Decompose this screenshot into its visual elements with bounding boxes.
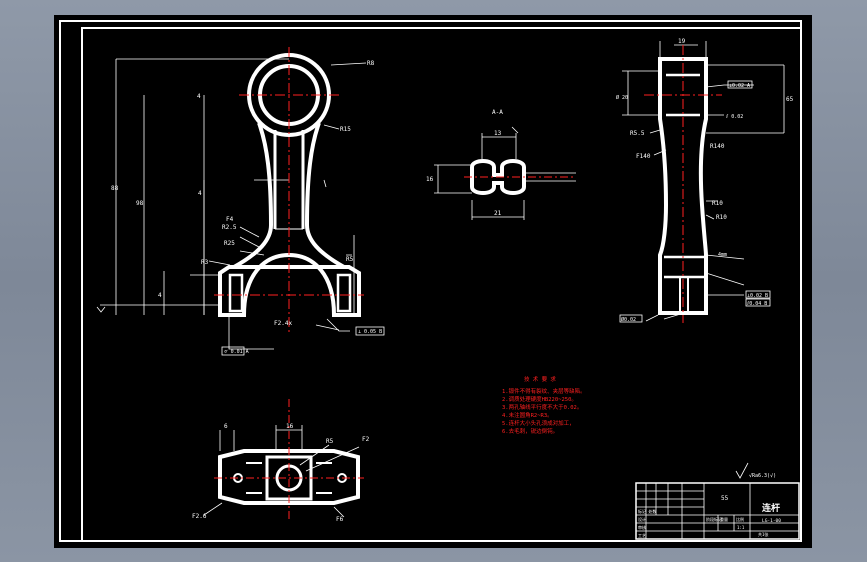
title-row-2: 设计 — [638, 516, 646, 522]
shank-left-edge — [233, 122, 274, 269]
front-view-labels: R8 R15 F4 R2.5 R25 R3 F2.4x R5 4 88 98 4… — [111, 60, 382, 355]
ref-shank: R15 — [340, 126, 351, 133]
side-ref-r140: R140 — [710, 143, 725, 150]
outer-frame — [59, 20, 802, 542]
side-ref-r5: R5.5 — [630, 130, 645, 137]
title-row-4: 工艺 — [638, 533, 646, 538]
ref-small-bore: R8 — [367, 60, 375, 67]
note-line-4: 4.未注圆角R2~R3。 — [502, 411, 553, 419]
title-block-text: 55 连杆 LG-1-00 1:1 共1张 标记 处数 设计 审核 工艺 阶段标… — [638, 495, 781, 538]
bottom-centerlines — [214, 399, 364, 520]
drawing-viewport[interactable]: R8 R15 F4 R2.5 R25 R3 F2.4x R5 4 88 98 4… — [54, 15, 812, 548]
title-sheet: 共1张 — [758, 531, 768, 537]
title-col-3: 比例 — [736, 516, 744, 522]
big-end-body — [218, 252, 361, 317]
bottom-ref-f2: F2 — [362, 436, 370, 443]
inner-frame — [81, 27, 802, 542]
front-centerlines — [214, 47, 364, 333]
ref-r25a: R2.5 — [222, 224, 237, 231]
ref-r25b: R25 — [224, 240, 235, 247]
side-dim-right: 65 — [786, 96, 794, 103]
title-scale: 1:1 — [737, 525, 745, 530]
big-end-bolt-right — [336, 273, 352, 313]
title-drawing-no: LG-1-00 — [762, 518, 781, 524]
dim-bottom: 4 — [158, 292, 162, 299]
ref-r5: R5 — [346, 256, 354, 263]
side-centerlines — [644, 45, 722, 323]
side-tol-bottom2: ⫽0.04 B — [746, 301, 767, 307]
section-dim-top: 13 — [494, 130, 502, 137]
ref-r2x: F2.4x — [274, 320, 292, 327]
bottom-dim-mid: 16 — [286, 423, 294, 430]
note-line-3: 3.两孔轴线平行度不大于0.02。 — [502, 403, 582, 411]
title-block[interactable] — [635, 482, 800, 540]
cap-outline — [218, 449, 360, 505]
i-beam-section — [470, 159, 526, 195]
dim-left-mid: 98 — [136, 200, 144, 207]
bottom-ref-f6: F6 — [336, 516, 344, 523]
parallel-box: ⊥ 0.05 B — [358, 329, 382, 335]
section-view[interactable] — [434, 126, 576, 220]
shank-right-edge — [304, 122, 345, 269]
ref-r3: R3 — [201, 259, 209, 266]
dim-left-inner: 4 — [198, 190, 202, 197]
side-tol-top: ⊥0.02 A — [729, 83, 750, 89]
title-material: 55 — [721, 495, 729, 502]
side-view[interactable] — [619, 41, 785, 323]
side-ref-f40: F140 — [636, 153, 651, 160]
section-title: A-A — [492, 109, 503, 116]
bottom-ref-f2b: F2.6 — [192, 513, 207, 520]
roughness-text: √Ra6.3(√) — [749, 473, 776, 479]
bottom-dim-left: 6 — [224, 423, 228, 430]
note-line-2: 2.调质处理硬度HB220~250。 — [502, 395, 577, 403]
tolerance-box: ⌭ 0.01 A — [224, 349, 249, 355]
bottom-view[interactable] — [203, 425, 360, 518]
bottom-view-labels: 6 16 R5 F2 F2.6 F6 — [192, 423, 370, 523]
side-tol-bottom1: ⊥0.02 B — [747, 293, 768, 299]
section-dim-side: 16 — [426, 176, 434, 183]
dim-center-distance: 4 — [197, 93, 201, 100]
side-ref-r10: R10 — [712, 200, 723, 207]
big-end-bolt-left — [228, 273, 244, 313]
side-tol-low: Ø0.02 — [621, 316, 636, 323]
section-dim-bottom: 21 — [494, 210, 502, 217]
side-profile — [658, 57, 708, 315]
dim-left-outer: 88 — [111, 185, 119, 192]
title-row-1: 标记 处数 — [638, 508, 656, 514]
technical-notes: 技 术 要 求 1.锻件不得有裂纹、夹层等缺陷。 2.调质处理硬度HB220~2… — [502, 375, 586, 435]
roughness-symbol: √Ra6.3(√) — [735, 462, 776, 479]
bottom-ref-r5: R5 — [326, 438, 334, 445]
title-part-name: 连杆 — [762, 502, 780, 514]
side-dim-top: 19 — [678, 38, 686, 45]
side-tol-mid: ⫽ 0.02 — [725, 114, 743, 120]
ref-f4: F4 — [226, 216, 234, 223]
title-row-3: 审核 — [638, 524, 646, 530]
side-view-labels: 19 Ø 20 65 R5.5 F140 R140 R10 R10 4mm ⊥0… — [616, 38, 794, 323]
note-line-5: 5.连杆大小头孔须成对加工， — [502, 419, 575, 427]
side-ref-r10b: R10 — [716, 214, 727, 221]
notes-title: 技 术 要 求 — [524, 375, 556, 383]
note-line-1: 1.锻件不得有裂纹、夹层等缺陷。 — [502, 387, 586, 395]
title-col-2: 重量 — [720, 516, 728, 522]
side-ref-rmt: 4mm — [718, 252, 727, 258]
front-view[interactable] — [96, 53, 385, 356]
title-col-1: 阶段标记 — [706, 516, 722, 522]
cad-drawing-canvas[interactable]: R8 R15 F4 R2.5 R25 R3 F2.4x R5 4 88 98 4… — [54, 15, 812, 548]
side-dim-side: Ø 20 — [616, 94, 628, 101]
note-line-6: 6.去毛刺，锐边倒钝。 — [502, 427, 558, 435]
section-view-labels: A-A 13 16 21 — [426, 109, 503, 217]
